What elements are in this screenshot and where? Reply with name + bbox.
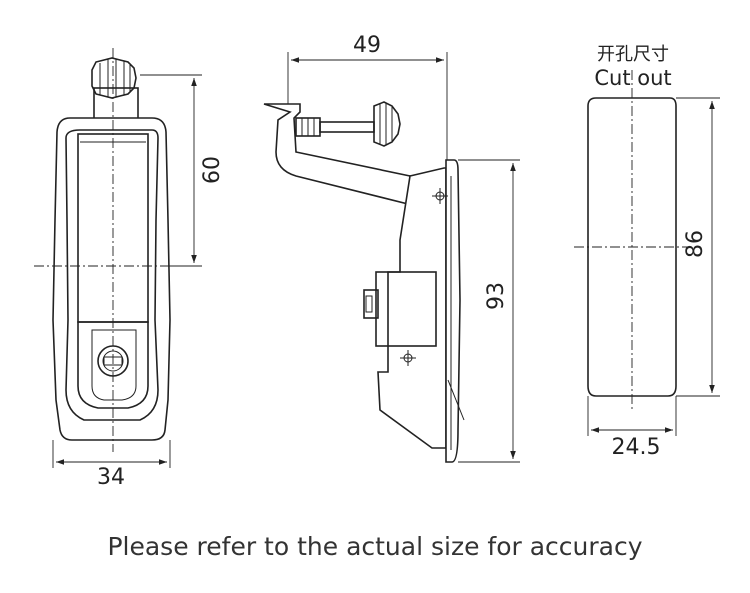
front-body-outline	[52, 117, 171, 441]
dim-side-height: 93	[484, 282, 509, 310]
cutout-label-en: Cut out	[594, 66, 671, 90]
side-lever	[263, 103, 411, 206]
side-view: 49 93	[263, 33, 520, 463]
knob-top	[91, 57, 139, 123]
dim-cutout-width: 24.5	[612, 435, 661, 460]
dim-front-width: 34	[97, 465, 125, 490]
cutout-label-cn: 开孔尺寸	[597, 44, 669, 65]
dim-side-depth: 49	[353, 33, 381, 58]
front-view: 60 34	[34, 48, 225, 490]
dim-cutout-height: 86	[683, 230, 708, 258]
cutout-view: 开孔尺寸 Cut out 86 24.5	[574, 44, 720, 460]
caption-note: Please refer to the actual size for accu…	[107, 532, 643, 561]
dim-front-height: 60	[200, 156, 225, 184]
